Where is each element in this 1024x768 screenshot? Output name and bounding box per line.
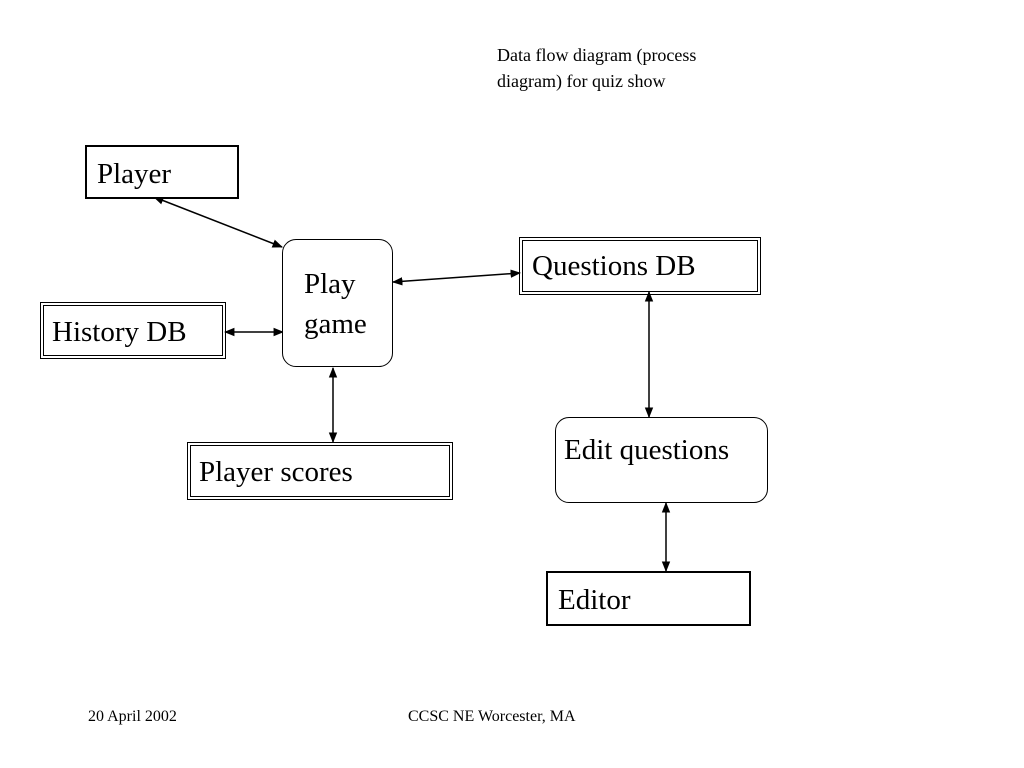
- edit-questions-process: Edit questions: [555, 417, 768, 503]
- caption-line-2: diagram) for quiz show: [497, 71, 666, 91]
- footer-venue: CCSC NE Worcester, MA: [408, 708, 576, 725]
- player-label: Player: [97, 158, 172, 190]
- play-game-label-line-2: game: [304, 308, 367, 340]
- footer-date: 20 April 2002: [88, 708, 177, 725]
- caption-line-1: Data flow diagram (process: [497, 45, 697, 65]
- player-scores-label: Player scores: [199, 456, 353, 488]
- play-game-process: Play game: [282, 239, 393, 367]
- play-game-label-line-1: Play: [304, 268, 356, 300]
- editor-entity: Editor: [546, 571, 751, 626]
- editor-label: Editor: [558, 584, 631, 616]
- player-scores-store: Player scores: [187, 442, 453, 500]
- questions-db-label: Questions DB: [532, 250, 696, 282]
- arrow-player-play-game: [153, 196, 283, 248]
- player-entity: Player: [85, 145, 239, 199]
- diagram-caption: Data flow diagram (process diagram) for …: [497, 42, 797, 94]
- history-db-store: History DB: [40, 302, 226, 359]
- history-db-label: History DB: [52, 316, 187, 348]
- edit-questions-label: Edit questions: [564, 434, 730, 466]
- arrow-play-game-questions-db: [391, 269, 522, 286]
- questions-db-store: Questions DB: [519, 237, 761, 295]
